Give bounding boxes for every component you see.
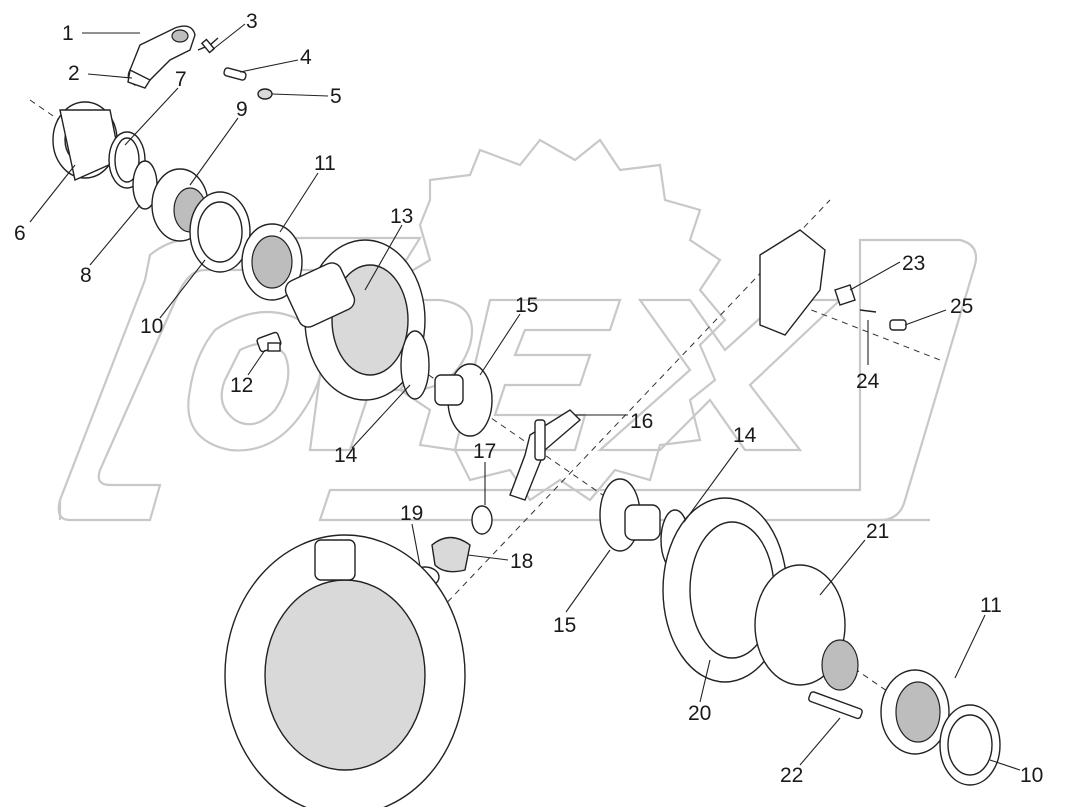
- part-6-clutch-sleeve: [52, 101, 121, 181]
- part-16-spider: [509, 409, 582, 501]
- callout-14-lower: 14: [733, 424, 757, 447]
- watermark-gear: [393, 138, 727, 502]
- callout-10-lower: 10: [1020, 764, 1043, 787]
- shift-fork-bracket: [759, 229, 826, 336]
- part-21-case-half: [754, 564, 859, 691]
- part-10-bearing-nut: [189, 191, 251, 273]
- part-13-differential-case: [284, 239, 426, 401]
- part-15-side-gear-lower: [599, 478, 661, 552]
- callout-11-lower: 11: [980, 594, 1002, 617]
- callout-13: 13: [390, 205, 413, 228]
- part-12-bolt: [256, 331, 282, 353]
- callout-22: 22: [780, 764, 803, 787]
- callout-16: 16: [630, 410, 653, 433]
- callout-15-lower: 15: [553, 614, 576, 637]
- callout-14-upper: 14: [334, 444, 358, 467]
- callout-7: 7: [175, 68, 187, 91]
- callout-10-upper: 10: [140, 315, 163, 338]
- part-4-roll-pin: [223, 67, 247, 81]
- callout-25: 25: [950, 295, 973, 318]
- callout-18: 18: [510, 550, 533, 573]
- part-11-bearing: [241, 223, 303, 301]
- part-25-bolt: [889, 319, 907, 331]
- callout-19: 19: [400, 502, 423, 525]
- part-22-bolt: [808, 691, 863, 720]
- callout-5: 5: [330, 85, 342, 108]
- callout-labels: 1 2 3 4 5 6 7 8 9 10 10 11 11 12 13 14 1…: [14, 10, 1043, 787]
- callout-9: 9: [236, 98, 248, 121]
- part-14-thrust-washer-upper: [400, 330, 430, 400]
- part-15-side-gear-upper: [434, 363, 493, 437]
- watermark-logo: [57, 236, 978, 522]
- callout-8: 8: [80, 264, 92, 287]
- part-18-pinion-gear: [431, 536, 471, 573]
- part-1-shift-fork: [127, 25, 196, 89]
- part-10-bearing-nut-lower: [939, 704, 1001, 786]
- callout-11-upper: 11: [314, 152, 336, 175]
- callout-24: 24: [856, 370, 880, 393]
- part-24-cotter: [859, 309, 877, 313]
- callout-21: 21: [866, 520, 889, 543]
- part-17-bushing: [471, 505, 493, 535]
- leader-lines: [29, 23, 1021, 771]
- callout-3: 3: [246, 10, 258, 33]
- callout-20: 20: [688, 702, 711, 725]
- axle-housing: [224, 534, 466, 807]
- part-3-pin: [197, 37, 219, 54]
- callout-17: 17: [473, 440, 496, 463]
- callout-4: 4: [300, 46, 312, 69]
- callout-12: 12: [230, 374, 253, 397]
- callout-6: 6: [14, 222, 26, 245]
- callout-15-upper: 15: [515, 294, 538, 317]
- part-11-bearing-lower: [880, 669, 950, 755]
- part-5-plug: [257, 88, 273, 100]
- callout-2: 2: [68, 62, 80, 85]
- callout-23: 23: [902, 252, 925, 275]
- callout-1: 1: [62, 22, 74, 45]
